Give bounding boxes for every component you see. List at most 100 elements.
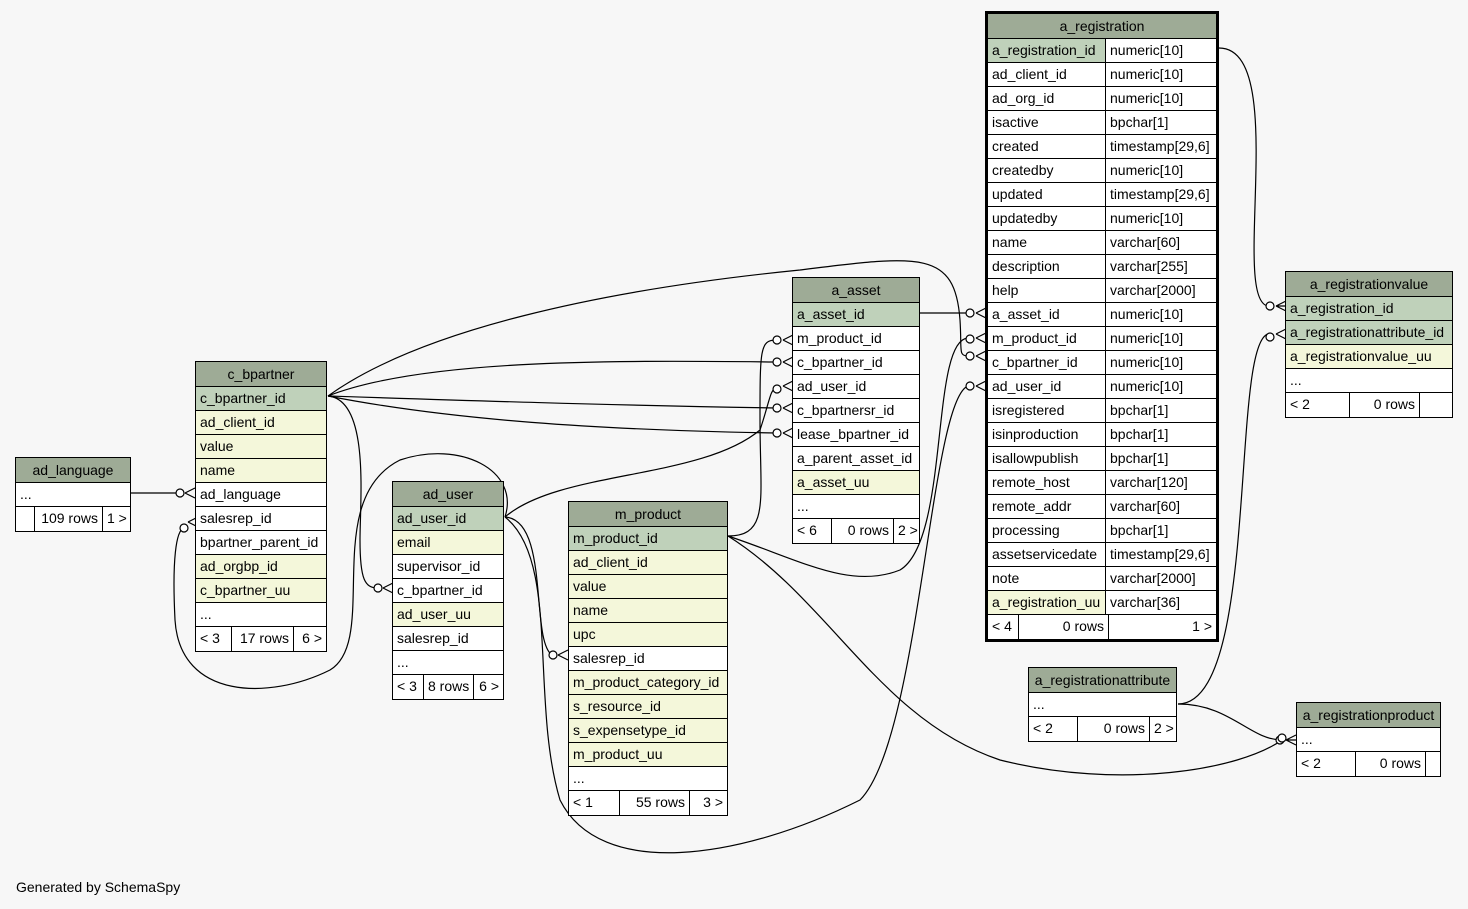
children-count[interactable]: 2 > (893, 519, 919, 543)
children-count[interactable]: 1 > (102, 507, 130, 531)
column-row[interactable]: c_bpartner_id (196, 387, 326, 411)
children-count[interactable]: 6 > (473, 675, 503, 699)
table-header[interactable]: a_registrationproduct (1297, 703, 1440, 728)
table-header[interactable]: ad_user (393, 482, 503, 507)
parents-count[interactable]: < 6 (797, 522, 817, 538)
column-row[interactable]: name (196, 459, 326, 483)
column-row[interactable]: ad_client_id (196, 411, 326, 435)
children-count[interactable]: 3 > (689, 791, 727, 815)
column-row[interactable]: ad_user_id (793, 375, 919, 399)
column-row[interactable]: ... (393, 651, 503, 675)
column-row[interactable]: c_bpartner_uu (196, 579, 326, 603)
children-count[interactable]: 6 > (293, 627, 326, 651)
column-row[interactable]: ... (793, 495, 919, 519)
table-header[interactable]: a_registration (988, 14, 1216, 39)
parents-count[interactable]: < 4 (992, 618, 1012, 634)
table-header[interactable]: m_product (569, 502, 727, 527)
column-row[interactable]: a_registrationvalue_uu (1286, 345, 1452, 369)
column-row[interactable]: a_asset_uu (793, 471, 919, 495)
column-row[interactable]: a_parent_asset_id (793, 447, 919, 471)
column-row[interactable]: s_resource_id (569, 695, 727, 719)
column-row[interactable]: ... (16, 483, 130, 507)
children-count[interactable]: 1 > (1108, 615, 1216, 639)
column-row[interactable]: c_bpartner_id (793, 351, 919, 375)
parents-count[interactable]: < 1 (573, 794, 593, 810)
column-row[interactable]: upc (569, 623, 727, 647)
column-row[interactable]: ad_language (196, 483, 326, 507)
column-row[interactable]: c_bpartner_id (393, 579, 503, 603)
column-row[interactable]: ... (1029, 693, 1176, 717)
column-row[interactable]: email (393, 531, 503, 555)
column-row[interactable]: ad_user_id (393, 507, 503, 531)
column-row[interactable]: value (569, 575, 727, 599)
column-row[interactable]: a_asset_id (793, 303, 919, 327)
column-row[interactable]: bpartner_parent_id (196, 531, 326, 555)
column-row[interactable]: ... (1286, 369, 1452, 393)
column-row[interactable]: salesrep_id (393, 627, 503, 651)
children-count[interactable] (1425, 752, 1440, 776)
column-row[interactable]: a_registrationattribute_id (1286, 321, 1452, 345)
parents-count[interactable]: < 2 (1033, 720, 1053, 736)
column-row[interactable]: m_product_category_id (569, 671, 727, 695)
children-count[interactable] (1419, 393, 1452, 417)
table-header[interactable]: c_bpartner (196, 362, 326, 387)
column-row[interactable]: ad_user_uu (393, 603, 503, 627)
table-header[interactable]: ad_language (16, 458, 130, 483)
column-row[interactable]: m_product_id (793, 327, 919, 351)
column-row[interactable]: ... (1297, 728, 1440, 752)
column-row[interactable]: ad_client_id (569, 551, 727, 575)
table-header[interactable]: a_asset (793, 278, 919, 303)
column-row[interactable]: value (196, 435, 326, 459)
column-row[interactable]: ... (196, 603, 326, 627)
column-row[interactable]: c_bpartnersr_id (793, 399, 919, 423)
parents-count[interactable] (16, 507, 34, 531)
column-row[interactable]: salesrep_id (569, 647, 727, 671)
column-row[interactable]: a_registration_id (1286, 297, 1452, 321)
children-count[interactable]: 2 > (1149, 717, 1176, 741)
parents-count[interactable]: < 2 (1301, 755, 1321, 771)
column-row[interactable]: m_product_id (569, 527, 727, 551)
column-row[interactable]: ... (569, 767, 727, 791)
parents-count[interactable]: < 3 (397, 678, 417, 694)
parents-count[interactable]: < 2 (1290, 396, 1310, 412)
column-row[interactable]: s_expensetype_id (569, 719, 727, 743)
column-row[interactable]: lease_bpartner_id (793, 423, 919, 447)
column-row[interactable]: supervisor_id (393, 555, 503, 579)
column-row[interactable]: salesrep_id (196, 507, 326, 531)
table-header[interactable]: a_registrationattribute (1029, 668, 1176, 693)
parents-count[interactable]: < 3 (200, 630, 220, 646)
column-row[interactable]: name (569, 599, 727, 623)
column-row[interactable]: m_product_uu (569, 743, 727, 767)
